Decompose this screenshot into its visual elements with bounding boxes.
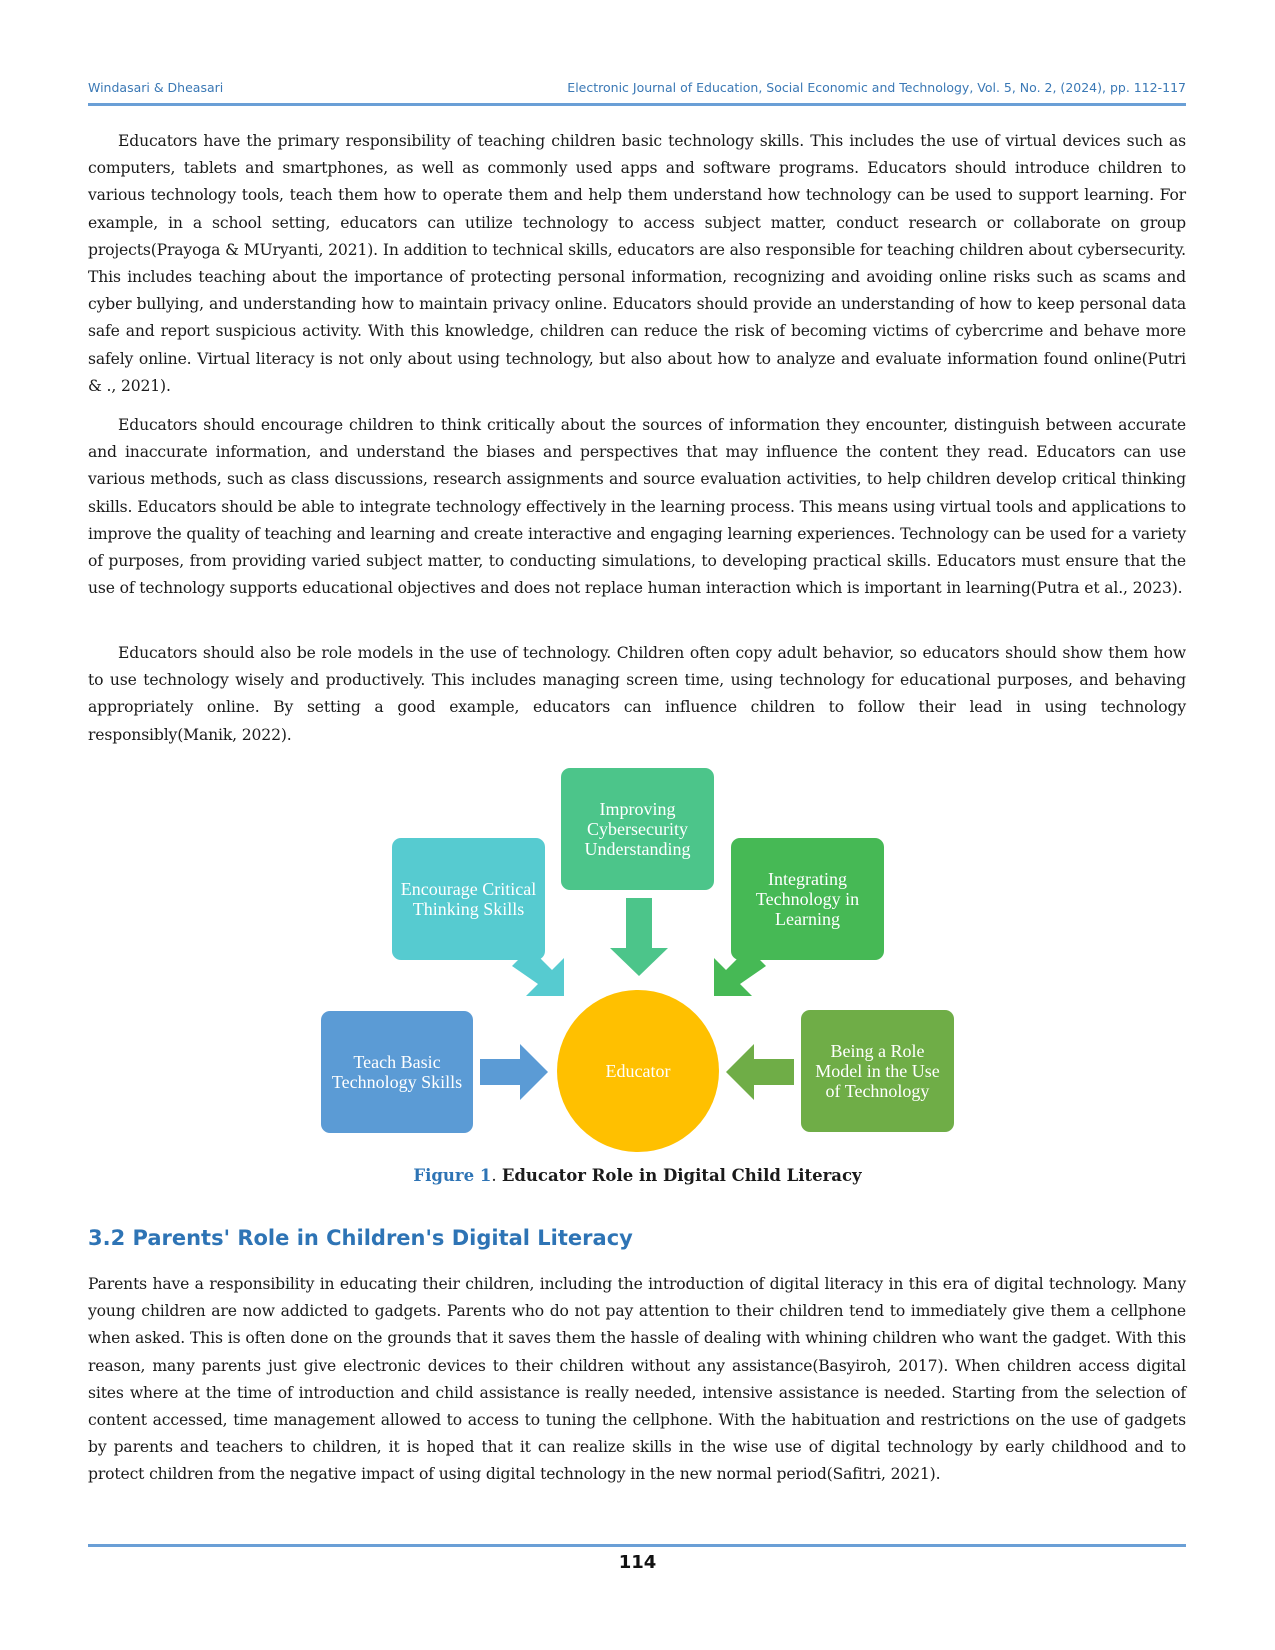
section-paragraph: Parents have a responsibility in educati…	[88, 1275, 1186, 1484]
arrow-teach	[480, 1044, 548, 1100]
educator-center-circle: Educator	[557, 990, 719, 1152]
header-journal: Electronic Journal of Education, Social …	[567, 80, 1186, 95]
arrow-integrate	[714, 948, 766, 996]
arrow-cyber	[610, 898, 668, 976]
section-heading: 3.2 Parents' Role in Children's Digital …	[88, 1226, 633, 1250]
figure-caption-label: Figure 1	[413, 1166, 492, 1185]
educator-role-diagram: Teach Basic Technology Skills Encourage …	[321, 768, 954, 1152]
box-role-model: Being a Role Model in the Use of Technol…	[801, 1010, 954, 1132]
running-header: Windasari & Dheasari Electronic Journal …	[88, 80, 1186, 100]
footer-rule	[88, 1544, 1186, 1547]
body-paragraph-3: Educators should also be role models in …	[88, 644, 1186, 744]
figure-caption: Figure 1. Educator Role in Digital Child…	[413, 1166, 862, 1185]
body-paragraph-2: Educators should encourage children to t…	[88, 416, 1186, 598]
arrow-critical	[512, 948, 564, 996]
arrow-role	[726, 1044, 794, 1100]
box-cybersecurity: Improving Cybersecurity Understanding	[561, 768, 714, 890]
box-teach-basic-skills: Teach Basic Technology Skills	[321, 1011, 473, 1133]
body-paragraph-1: Educators have the primary responsibilit…	[88, 132, 1186, 395]
box-critical-thinking: Encourage Critical Thinking Skills	[392, 838, 545, 960]
header-authors: Windasari & Dheasari	[88, 80, 224, 95]
box-integrating-technology: Integrating Technology in Learning	[731, 838, 884, 960]
page-number: 114	[618, 1552, 657, 1573]
figure-caption-text: Educator Role in Digital Child Literacy	[501, 1166, 862, 1185]
header-rule	[88, 103, 1186, 106]
diagram-arrows	[480, 898, 794, 1100]
